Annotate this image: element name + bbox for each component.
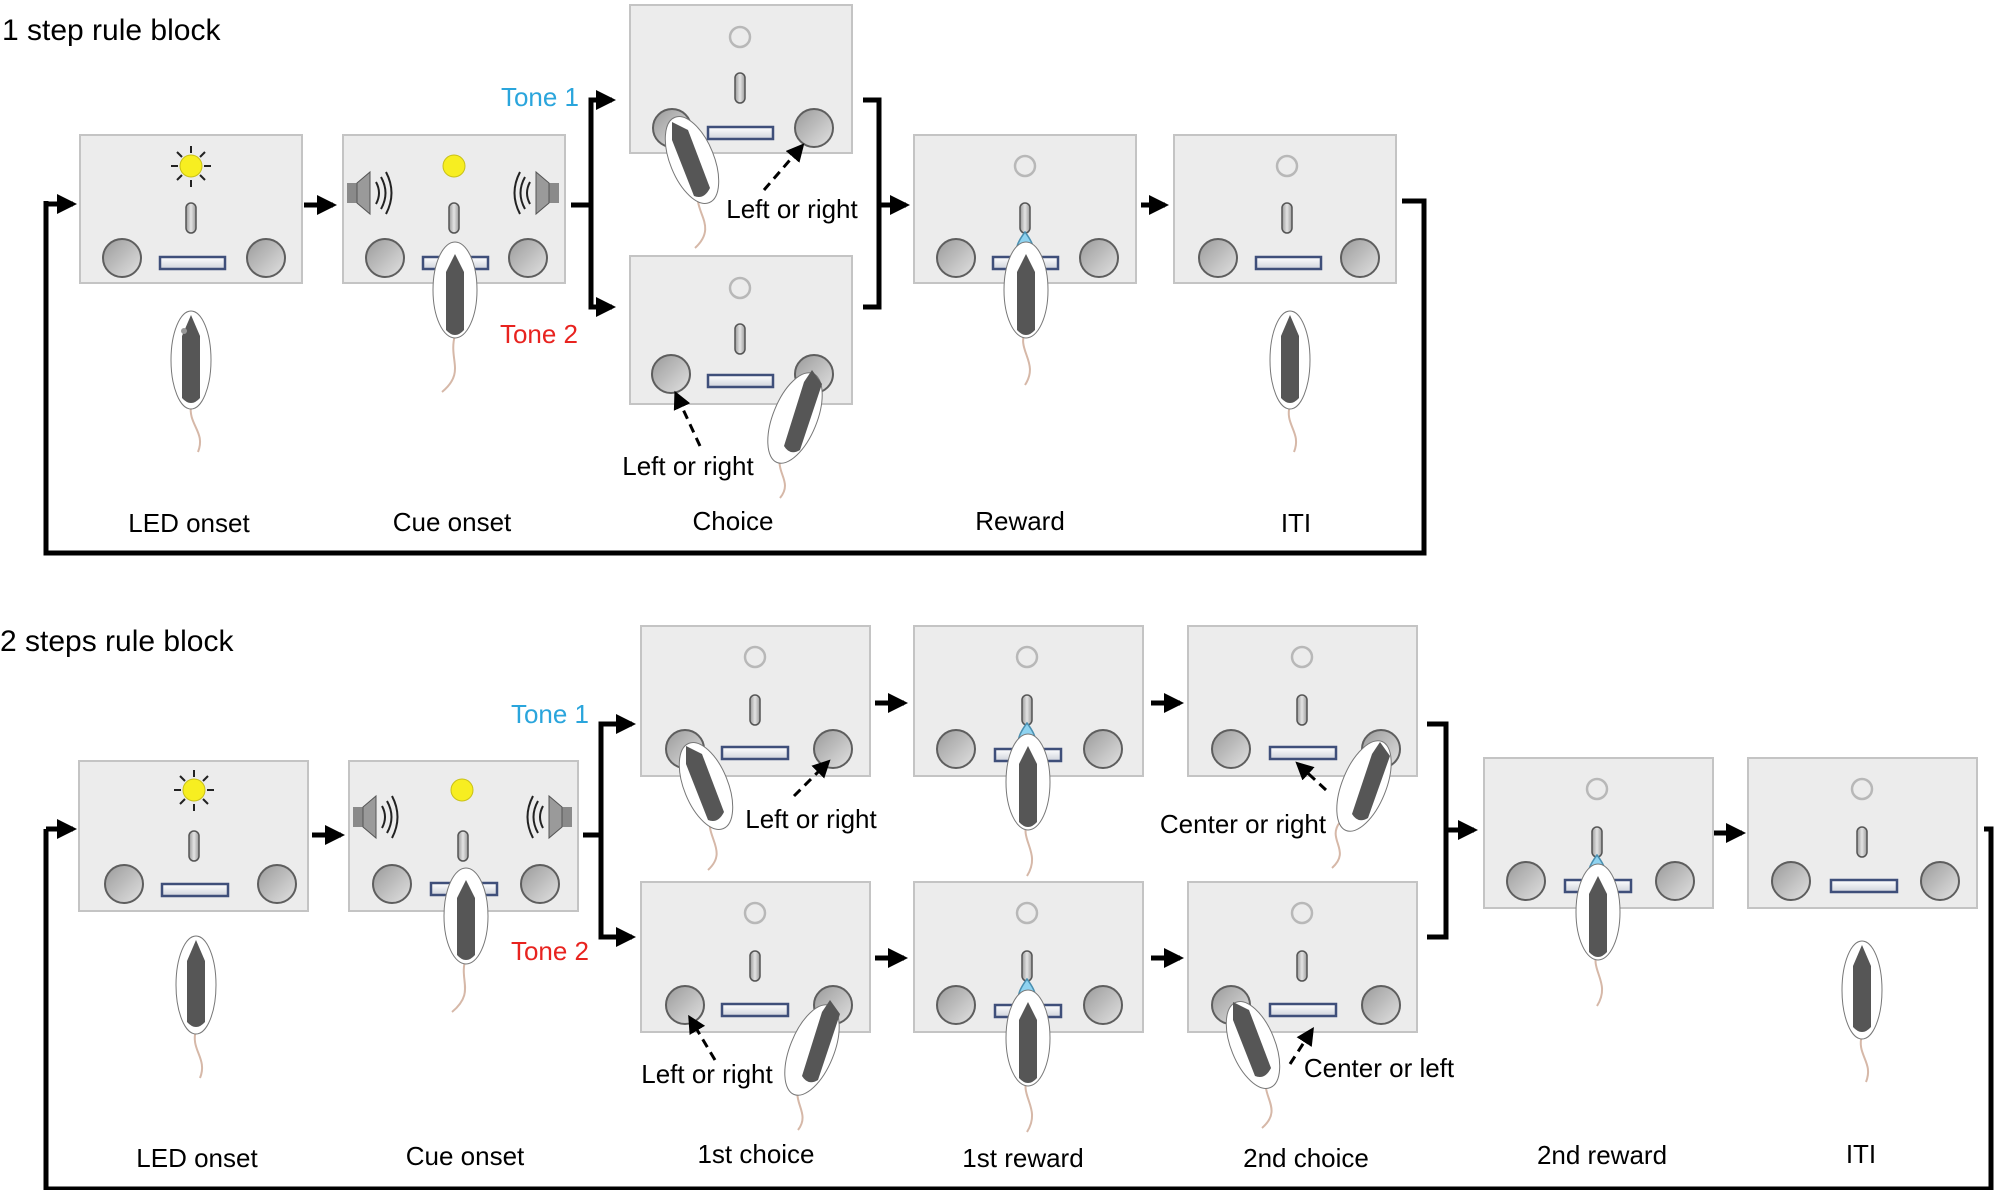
chamber-led-onset: [79, 134, 303, 284]
second-choice-hint-top: Center or right: [1160, 809, 1327, 839]
chamber-choice-tone1: [629, 4, 853, 154]
mouse-icon: [1575, 863, 1621, 1007]
chamber-iti: [1173, 134, 1397, 284]
stage2-led-onset: LED onset: [136, 1143, 258, 1173]
mouse-icon: [1841, 940, 1883, 1083]
stage-led-onset: LED onset: [128, 508, 250, 538]
stage2-iti: ITI: [1846, 1139, 1876, 1169]
mouse-icon: [170, 310, 212, 453]
block1-title: 1 step rule block: [2, 14, 221, 47]
mouse-icon: [1005, 733, 1051, 877]
tone2-label: Tone 2: [500, 319, 578, 349]
speaker-icon: [353, 794, 399, 840]
stage2-second-choice: 2nd choice: [1243, 1143, 1369, 1173]
led-icon: [174, 770, 214, 811]
stage2-second-reward: 2nd reward: [1537, 1140, 1667, 1170]
mouse-icon: [1331, 740, 1392, 869]
tone1-label-2: Tone 1: [511, 699, 589, 729]
stage-choice: Choice: [693, 506, 774, 536]
mouse-icon: [1003, 241, 1049, 386]
speaker-icon: [526, 794, 572, 840]
mouse-icon: [678, 742, 734, 871]
chamber2-first-choice-tone1: [640, 625, 871, 777]
choice-hint-top: Left or right: [726, 194, 858, 224]
mouse-icon: [1225, 1001, 1281, 1129]
tone1-label: Tone 1: [501, 82, 579, 112]
mouse-icon: [767, 370, 823, 499]
tone2-label-2: Tone 2: [511, 936, 589, 966]
chamber2-second-choice-bottom: [1187, 881, 1418, 1033]
first-choice-hint-top: Left or right: [745, 804, 877, 834]
stage-cue-onset: Cue onset: [393, 507, 512, 537]
mouse-icon: [432, 241, 478, 393]
stage2-first-choice: 1st choice: [697, 1139, 814, 1169]
block2-loop: [43, 693, 1994, 1190]
block1-loop: [43, 90, 1427, 556]
mouse-icon: [1269, 310, 1311, 453]
stage2-cue-onset: Cue onset: [406, 1141, 525, 1171]
led-icon: [171, 146, 211, 187]
mouse-icon: [784, 1000, 840, 1131]
block2-title: 2 steps rule block: [0, 625, 234, 658]
mouse-icon: [1005, 989, 1051, 1133]
second-choice-hint-bottom: Center or left: [1304, 1053, 1455, 1083]
chamber2-iti: [1747, 757, 1978, 909]
speaker-icon: [513, 170, 559, 216]
chamber-reward: [913, 134, 1137, 284]
first-choice-hint-bottom: Left or right: [641, 1059, 773, 1089]
choice-hint-bottom: Left or right: [622, 451, 754, 481]
mouse-icon: [664, 116, 720, 249]
stage2-first-reward: 1st reward: [962, 1143, 1083, 1173]
stage-reward: Reward: [975, 506, 1065, 536]
stage-iti: ITI: [1281, 508, 1311, 538]
chamber2-led-onset: [78, 760, 309, 912]
mouse-icon: [443, 867, 489, 1013]
mouse-icon: [175, 935, 217, 1079]
speaker-icon: [347, 170, 393, 216]
